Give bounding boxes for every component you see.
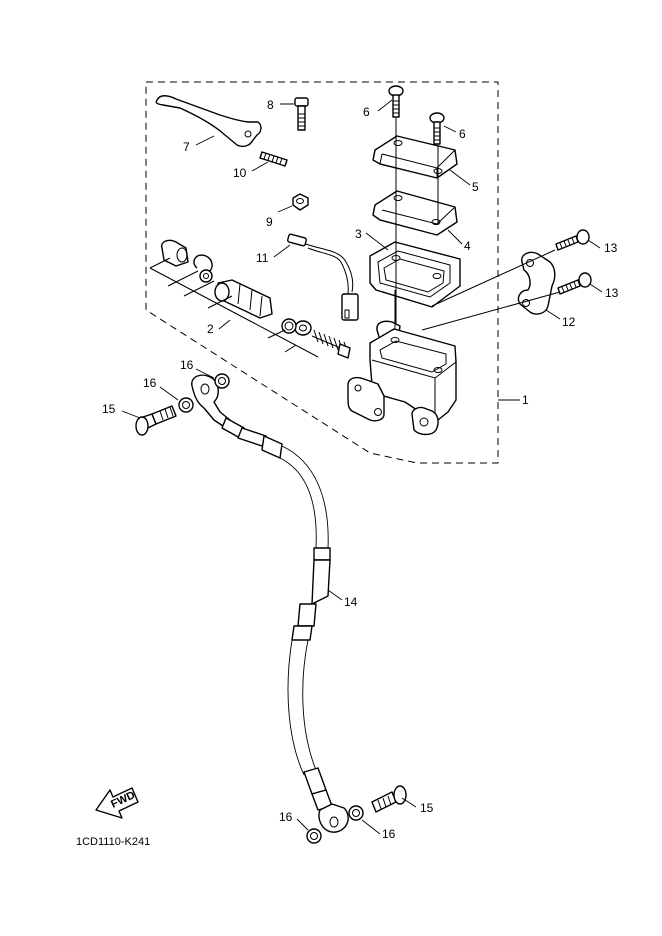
callout-1: 1	[522, 393, 529, 407]
callout-13a: 13	[604, 241, 618, 255]
callout-12: 12	[562, 315, 576, 329]
callout-14: 14	[344, 595, 358, 609]
o-ring	[281, 318, 297, 334]
diagram-code: 1CD1110-K241	[76, 836, 150, 848]
callout-16c: 16	[279, 810, 293, 824]
callout-5: 5	[472, 180, 479, 194]
washer-16d	[348, 805, 364, 821]
clamp-bolt-a	[555, 229, 590, 251]
screw-6a	[388, 85, 404, 118]
callout-13b: 13	[605, 286, 619, 300]
callout-4: 4	[464, 239, 471, 253]
union-bolt-a	[135, 405, 177, 436]
reservoir-cap	[372, 135, 458, 179]
clamp-bolt-b	[557, 272, 592, 295]
circlip	[193, 254, 213, 274]
washer-16a	[214, 373, 230, 389]
brake-lever	[155, 95, 262, 148]
piston-spring	[311, 329, 351, 359]
piston-cup	[294, 320, 312, 336]
callout-16a: 16	[180, 358, 194, 372]
handlebar-clamp	[517, 251, 556, 315]
piston	[214, 279, 273, 319]
union-bolt-b	[371, 785, 407, 813]
screw-6b	[429, 112, 445, 145]
bolt-8	[294, 97, 309, 131]
diaphragm-plate	[372, 190, 458, 236]
callout-16d: 16	[382, 827, 396, 841]
callout-8: 8	[267, 98, 274, 112]
washer-small	[199, 269, 213, 283]
boot	[161, 239, 189, 267]
callout-11: 11	[256, 251, 269, 265]
fwd-arrow-icon: FWD	[95, 787, 139, 819]
callout-16b: 16	[143, 376, 157, 390]
washer-16c	[306, 828, 322, 844]
callout-9: 9	[266, 215, 273, 229]
brake-switch	[287, 233, 359, 321]
washer-16b	[178, 397, 194, 413]
nut-9	[292, 193, 309, 211]
callout-7: 7	[183, 140, 190, 154]
callout-15a: 15	[102, 402, 116, 416]
callout-15b: 15	[420, 801, 434, 815]
callout-6b: 6	[459, 127, 466, 141]
callout-10: 10	[233, 166, 247, 180]
callout-2: 2	[207, 322, 214, 336]
assembly-boundary	[145, 81, 499, 464]
callout-6a: 6	[363, 105, 370, 119]
master-cylinder-body	[347, 320, 457, 436]
callout-3: 3	[355, 227, 362, 241]
pivot-bolt	[259, 151, 288, 167]
diaphragm	[369, 241, 461, 308]
brake-hose	[191, 374, 349, 833]
